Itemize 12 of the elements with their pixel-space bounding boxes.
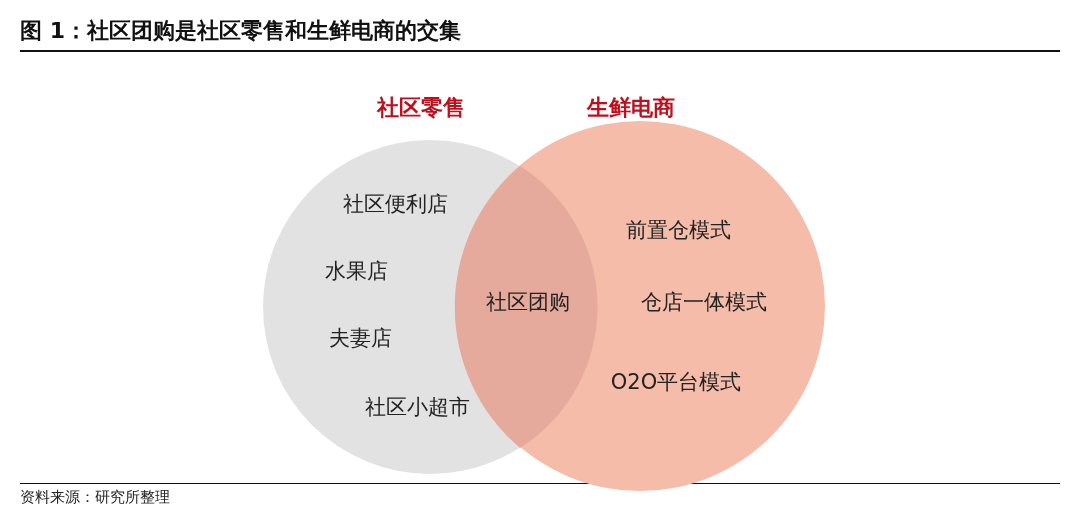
set-member-text: 仓店一体模式 xyxy=(641,289,767,316)
set-member-text: O2O平台模式 xyxy=(610,369,742,396)
set-heading: 生鲜电商 xyxy=(587,94,675,122)
source-note: 资料来源：研究所整理 xyxy=(20,488,170,507)
set-member-text: 前置仓模式 xyxy=(625,217,731,244)
set-member-text: 社区小超市 xyxy=(364,394,470,421)
set-member-text: 水果店 xyxy=(324,258,388,285)
set-heading: 社区零售 xyxy=(377,94,465,122)
figure-title: 图 1：社区团购是社区零售和生鲜电商的交集 xyxy=(20,17,461,45)
set-member-text: 社区团购 xyxy=(486,289,570,316)
set-member-text: 社区便利店 xyxy=(342,191,448,218)
set-member-text: 夫妻店 xyxy=(328,325,392,352)
